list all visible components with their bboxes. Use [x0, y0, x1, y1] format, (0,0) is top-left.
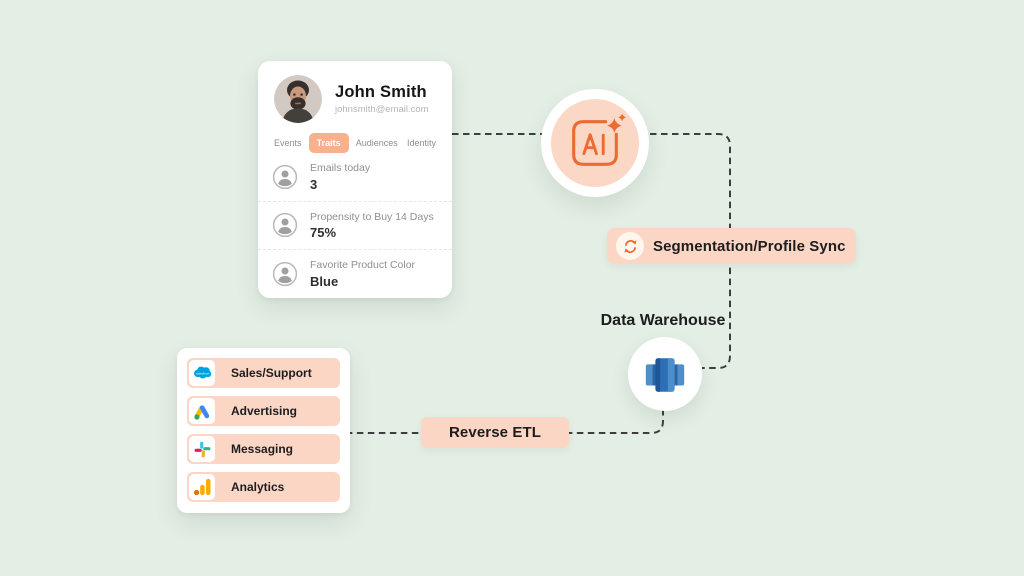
- redshift-database-icon: [645, 358, 685, 392]
- sync-icon: [623, 239, 637, 253]
- google-ads-icon: [194, 405, 210, 420]
- tab-audiences[interactable]: Audiences: [355, 138, 398, 148]
- svg-text:salesforce: salesforce: [196, 371, 209, 375]
- trait-value: 3: [310, 176, 318, 192]
- integrations-card: salesforce Sales/Support Advertising: [177, 348, 350, 513]
- integration-sales-support[interactable]: salesforce Sales/Support: [187, 358, 340, 388]
- integration-messaging[interactable]: Messaging: [187, 434, 340, 464]
- profile-tabs: Events Traits Audiences Identity: [258, 133, 452, 153]
- trait-label: Favorite Product Color: [310, 259, 416, 272]
- reverse-etl-label: Reverse ETL: [421, 417, 569, 448]
- ai-node: [541, 89, 649, 197]
- integration-label: Analytics: [231, 480, 285, 494]
- salesforce-icon: salesforce: [194, 366, 212, 379]
- profile-email: johnsmith@email.com: [335, 104, 429, 116]
- person-icon: [272, 213, 298, 238]
- segmentation-label-text: Segmentation/Profile Sync: [653, 237, 846, 255]
- trait-row-emails-today: Emails today 3: [258, 153, 452, 201]
- avatar: [274, 75, 322, 123]
- google-analytics-icon: [193, 478, 211, 496]
- ai-sparkles-icon: [572, 113, 626, 166]
- integration-label: Sales/Support: [231, 366, 312, 380]
- trait-label: Emails today: [310, 162, 371, 174]
- profile-header: John Smith johnsmith@email.com: [258, 61, 452, 123]
- data-warehouse-node: [628, 337, 702, 411]
- trait-label: Propensity to Buy 14 Days: [310, 210, 434, 223]
- profile-identity: John Smith johnsmith@email.com: [335, 83, 429, 116]
- icon-tile: salesforce: [189, 360, 215, 386]
- icon-tile: [189, 474, 215, 500]
- trait-row-favorite-color: Favorite Product Color Blue: [258, 249, 452, 298]
- segmentation-profile-sync-label: Segmentation/Profile Sync: [607, 228, 856, 264]
- tab-events[interactable]: Events: [274, 138, 302, 148]
- integration-label: Advertising: [231, 404, 298, 418]
- sync-badge: [616, 232, 644, 260]
- trait-value: 75%: [310, 225, 337, 241]
- integration-advertising[interactable]: Advertising: [187, 396, 340, 426]
- integration-analytics[interactable]: Analytics: [187, 472, 340, 502]
- data-warehouse-title: Data Warehouse: [600, 312, 726, 329]
- profile-name: John Smith: [335, 82, 427, 101]
- person-icon: [272, 164, 298, 189]
- integration-label: Messaging: [231, 442, 294, 456]
- customer-profile-card: John Smith johnsmith@email.com Events Tr…: [258, 61, 452, 298]
- connector-warehouse-to-integrations: [350, 409, 664, 434]
- traits-list: Emails today 3 Propensity to Buy 14 Days…: [258, 153, 452, 298]
- icon-tile: [189, 398, 215, 424]
- slack-icon: [194, 441, 210, 457]
- tab-identity[interactable]: Identity: [406, 138, 436, 148]
- person-icon: [272, 261, 298, 287]
- reverse-etl-text: Reverse ETL: [449, 424, 541, 441]
- icon-tile: [189, 436, 215, 462]
- ai-node-inner: [551, 99, 639, 187]
- avatar-portrait: [274, 75, 322, 123]
- tab-traits[interactable]: Traits: [308, 133, 349, 153]
- trait-value: Blue: [310, 273, 339, 289]
- trait-row-propensity: Propensity to Buy 14 Days 75%: [258, 200, 452, 250]
